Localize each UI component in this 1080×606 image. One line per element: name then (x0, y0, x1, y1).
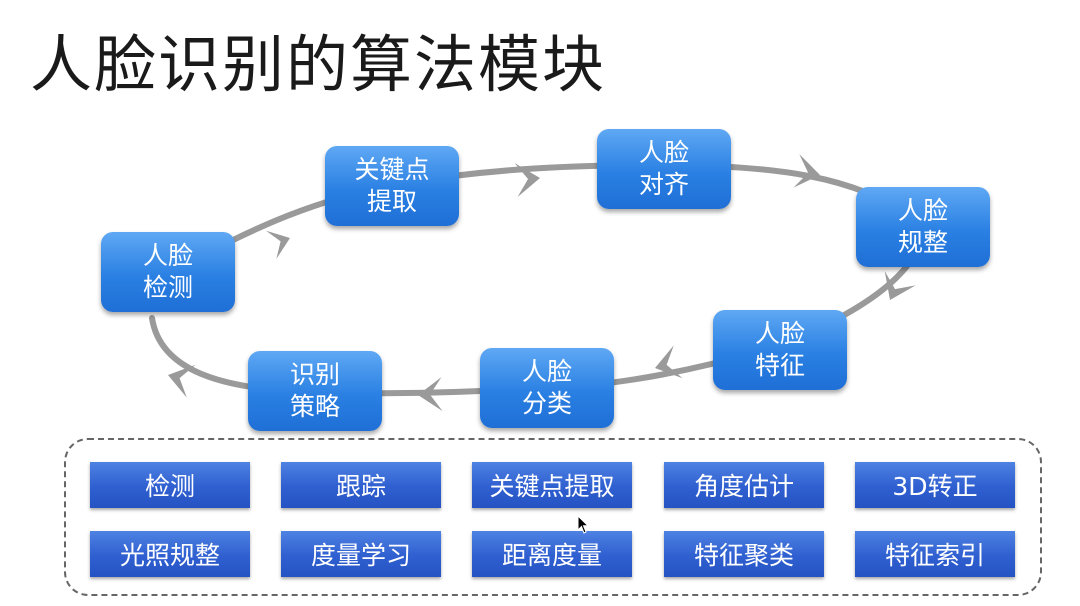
node-label: 提取 (366, 187, 417, 216)
mouse-cursor-icon (577, 515, 590, 534)
node-face-detection: 人脸检测 (101, 232, 235, 312)
node-recognition-strategy: 识别策略 (248, 351, 382, 431)
arrow-icon (514, 163, 540, 198)
module-keypoint-extraction: 关键点提取 (472, 462, 632, 508)
module-distance-metric: 距离度量 (472, 531, 632, 577)
module-metric-learning: 度量学习 (281, 531, 441, 577)
node-label: 人脸 (754, 319, 805, 348)
module-feature-clustering: 特征聚类 (664, 531, 824, 577)
module-3d-frontalization: 3D转正 (855, 462, 1015, 508)
node-label: 关键点 (354, 155, 430, 184)
module-tracking: 跟踪 (281, 462, 441, 508)
node-label: 人脸 (142, 241, 193, 270)
node-label: 规整 (897, 228, 948, 257)
node-label: 对齐 (638, 170, 689, 199)
arrow-icon (655, 345, 683, 379)
module-illumination-normalization: 光照规整 (90, 531, 250, 577)
module-panel (64, 438, 1042, 596)
node-label: 人脸 (521, 357, 572, 386)
arrow-icon (266, 230, 290, 259)
arrow-icon (793, 154, 820, 188)
node-label: 识别 (289, 360, 340, 389)
node-face-normalization: 人脸规整 (856, 187, 990, 267)
node-label: 策略 (289, 392, 340, 421)
node-label: 人脸 (638, 138, 689, 167)
arrow-icon (884, 271, 916, 300)
node-face-alignment: 人脸对齐 (597, 129, 731, 209)
node-label: 特征 (754, 351, 805, 380)
node-keypoint-extraction: 关键点提取 (325, 146, 459, 226)
module-feature-indexing: 特征索引 (855, 531, 1015, 577)
node-label: 检测 (142, 273, 193, 302)
page-title: 人脸识别的算法模块 (30, 28, 607, 101)
module-angle-estimation: 角度估计 (664, 462, 824, 508)
node-face-feature: 人脸特征 (713, 310, 847, 390)
node-label: 人脸 (897, 196, 948, 225)
node-label: 分类 (521, 389, 572, 418)
arrow-icon (418, 377, 443, 412)
node-face-classification: 人脸分类 (480, 348, 614, 428)
arrow-icon (168, 364, 196, 398)
module-detection: 检测 (90, 462, 250, 508)
